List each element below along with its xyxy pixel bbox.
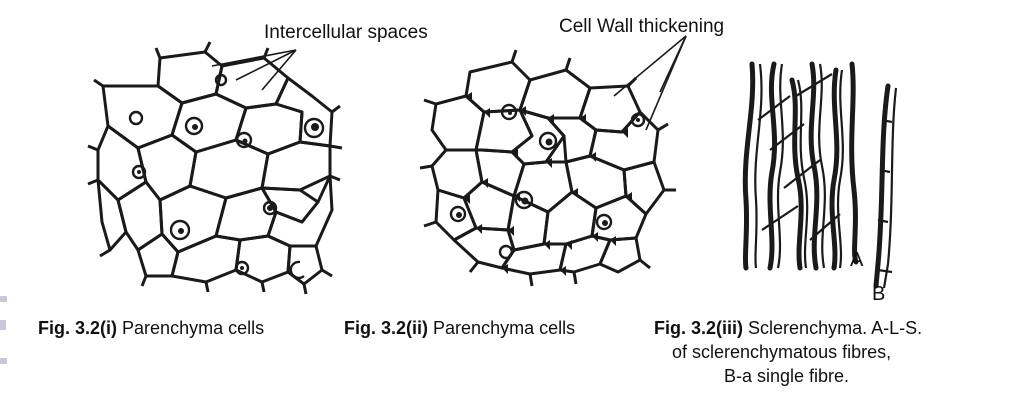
caption-fig-3-line-2: of sclerenchymatous fibres,	[672, 342, 891, 363]
parenchyma-cells-diagram-2	[420, 50, 676, 286]
scan-mark	[0, 296, 7, 302]
scan-mark	[0, 358, 7, 364]
intercellular-spaces-label: Intercellular spaces	[264, 22, 428, 43]
caption-fig-3-text: Sclerenchyma. A-L-S.	[748, 318, 922, 338]
caption-fig-3: Fig. 3.2(iii) Sclerenchyma. A-L-S.	[654, 318, 922, 339]
caption-fig-2-number: Fig. 3.2(ii)	[344, 318, 428, 338]
scan-mark	[0, 320, 6, 330]
fibre-label-a: A	[850, 249, 864, 271]
cell-wall-thickening-label: Cell Wall thickening	[559, 16, 724, 37]
caption-fig-1-number: Fig. 3.2(i)	[38, 318, 117, 338]
parenchyma-cells-diagram-1	[88, 42, 342, 294]
caption-fig-1-text: Parenchyma cells	[122, 318, 264, 338]
leader-lines	[212, 36, 686, 130]
caption-fig-3-line-3: B-a single fibre.	[724, 366, 849, 387]
sclerenchyma-fibres-diagram	[740, 62, 896, 288]
caption-fig-3-number: Fig. 3.2(iii)	[654, 318, 743, 338]
fibre-label-b: B	[872, 283, 885, 305]
caption-fig-1: Fig. 3.2(i) Parenchyma cells	[38, 318, 264, 339]
caption-fig-2: Fig. 3.2(ii) Parenchyma cells	[344, 318, 575, 339]
caption-fig-2-text: Parenchyma cells	[433, 318, 575, 338]
